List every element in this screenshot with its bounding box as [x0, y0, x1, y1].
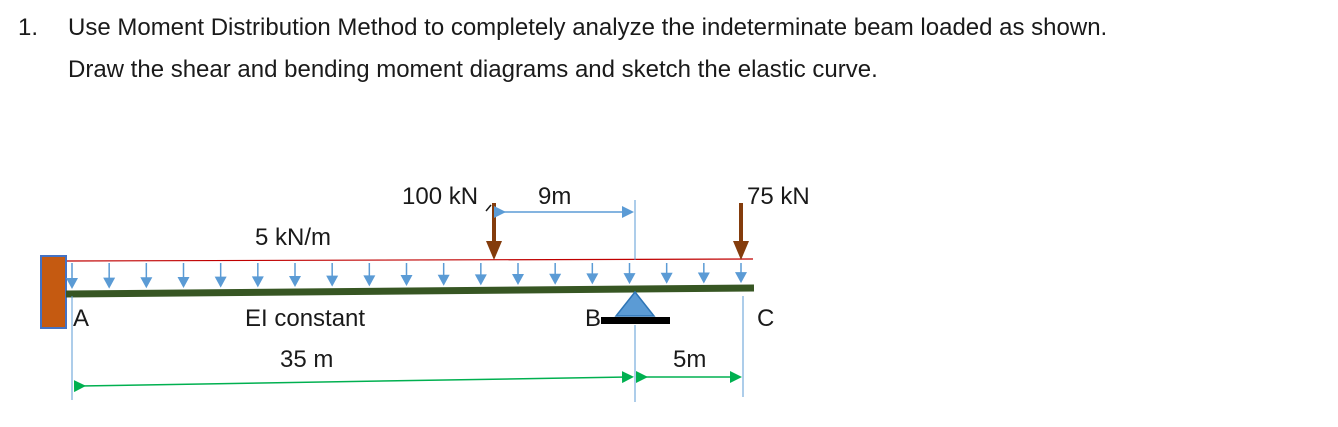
udl-arrow [586, 263, 599, 285]
udl-arrow [214, 263, 227, 288]
udl-arrows [66, 263, 747, 289]
point-load-100-tick [485, 204, 492, 212]
udl-top-line [66, 258, 754, 262]
load-label-100kn: 100 kN [402, 183, 479, 210]
udl-arrow [251, 263, 264, 288]
support-label-b: B [585, 305, 602, 332]
udl-arrow [660, 263, 673, 284]
point-load-100-arrowhead [486, 241, 502, 260]
beam [65, 284, 755, 298]
pin-support-b [614, 290, 656, 317]
udl-arrow [140, 263, 153, 289]
support-base-b [601, 317, 670, 324]
udl-arrow [326, 263, 339, 287]
udl-arrow [474, 263, 487, 286]
udl-arrow [623, 263, 636, 285]
dim-label-35m: 35 m [280, 346, 334, 373]
udl-arrow [66, 263, 78, 289]
dim-35m-line [73, 371, 634, 393]
dim-label-5m: 5m [673, 346, 707, 373]
udl-arrow [400, 263, 413, 287]
udl-arrow [437, 263, 450, 286]
udl-arrow [177, 263, 190, 288]
point-label-c: C [757, 305, 775, 332]
question-text-line-1: Use Moment Distribution Method to comple… [68, 14, 1108, 41]
udl-arrow [512, 263, 524, 286]
fixed-support-wall [40, 255, 67, 329]
point-load-75-arrowhead [733, 241, 749, 260]
question-number: 1. [18, 14, 39, 41]
ei-constant-label: EI constant [245, 305, 366, 332]
udl-arrow [363, 263, 376, 287]
udl-arrow [289, 263, 301, 288]
load-label-75kn: 75 kN [747, 183, 810, 210]
udl-label: 5 kN/m [255, 224, 332, 251]
udl-arrow [103, 263, 116, 289]
support-label-a: A [73, 305, 90, 332]
question-text-line-2: Draw the shear and bending moment diagra… [68, 56, 878, 83]
udl-arrow [735, 263, 747, 284]
udl-arrow [697, 263, 710, 284]
udl-arrow [549, 263, 562, 285]
dim-label-9m: 9m [538, 183, 572, 210]
